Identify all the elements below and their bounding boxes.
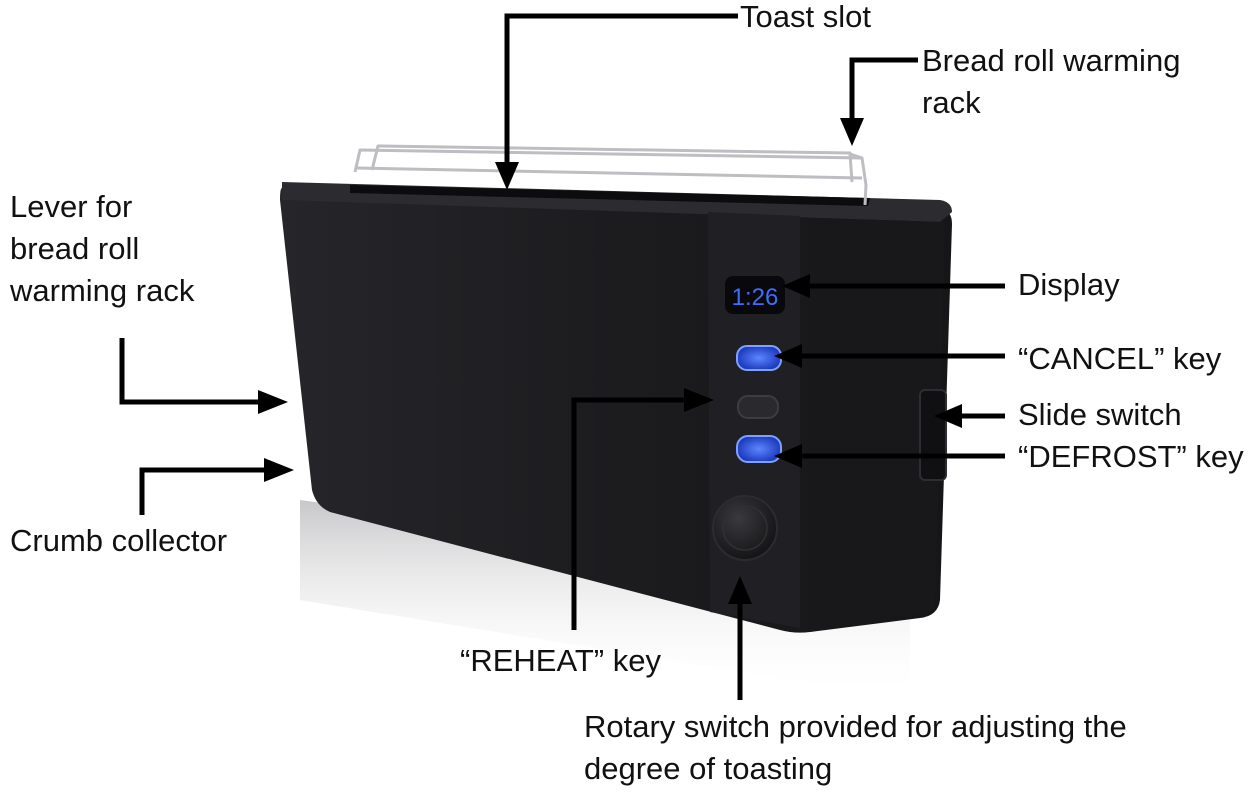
- arrowhead-crumb-collector: [264, 458, 294, 482]
- rotary-knob-inner: [722, 505, 768, 551]
- defrost-key[interactable]: [736, 435, 782, 463]
- arrow-heads: [258, 118, 962, 604]
- label-crumb-collector: Crumb collector: [10, 523, 228, 558]
- label-reheat-key: “REHEAT” key: [460, 643, 661, 678]
- arrowhead-toast-slot: [495, 162, 519, 190]
- callout-arrows: [119, 13, 1005, 700]
- arrowhead-bread-roll-rack: [840, 118, 864, 146]
- arrowhead-defrost: [774, 444, 802, 468]
- display-panel: [725, 276, 785, 314]
- arrow-bread-roll-rack: [849, 57, 918, 122]
- toast-slot: [350, 185, 870, 206]
- bread-roll-warming-rack: [353, 144, 868, 206]
- arrowhead-rotary: [728, 576, 752, 604]
- display-readout: 1:26: [732, 284, 779, 311]
- arrowhead-cancel: [774, 344, 802, 368]
- arrow-crumb-collector: [139, 467, 268, 515]
- label-defrost-key: “DEFROST” key: [1018, 439, 1244, 474]
- arrowhead-reheat: [684, 388, 714, 412]
- arrow-lever: [119, 338, 262, 405]
- side-panel: [810, 218, 945, 632]
- label-bread-roll-rack: Bread roll warming rack: [922, 43, 1181, 120]
- slide-switch[interactable]: [919, 389, 947, 481]
- arrow-reheat: [571, 397, 688, 630]
- label-rotary-switch: Rotary switch provided for adjusting the…: [584, 709, 1127, 786]
- label-display: Display: [1018, 267, 1120, 302]
- cancel-key[interactable]: [736, 345, 782, 371]
- arrow-toast-slot: [504, 13, 738, 170]
- label-toast-slot: Toast slot: [740, 0, 871, 34]
- arrowhead-display: [782, 274, 810, 298]
- control-panel: [708, 212, 800, 628]
- label-cancel-key: “CANCEL” key: [1018, 341, 1222, 376]
- floor-reflection: [300, 500, 910, 700]
- label-slide-switch: Slide switch: [1018, 397, 1182, 432]
- arrowhead-lever: [258, 390, 288, 414]
- reheat-key[interactable]: [737, 395, 779, 419]
- label-lever: Lever for bread roll warming rack: [10, 189, 195, 308]
- arrowhead-slide-switch: [934, 404, 962, 428]
